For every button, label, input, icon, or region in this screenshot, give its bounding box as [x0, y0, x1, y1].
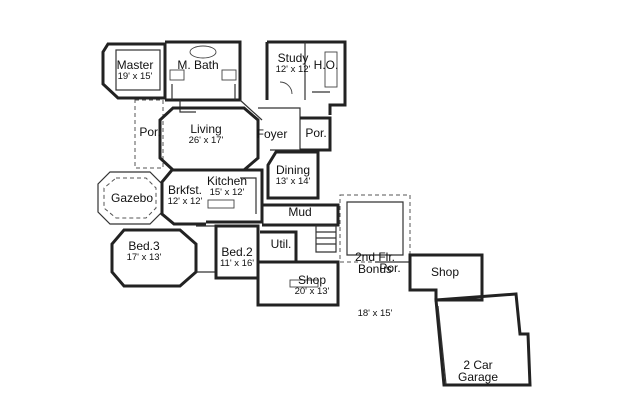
room-label-shop1: Shop [431, 266, 459, 279]
room-name: Study [277, 51, 309, 65]
room-name: 2nd Flr. Bonus [354, 249, 396, 277]
room-name: H.O. [313, 58, 339, 72]
bathtub [189, 45, 217, 59]
vanity-right [221, 69, 237, 81]
closet-walls [171, 84, 236, 113]
room-label-foyer: Foyer [257, 128, 288, 141]
room-name: Por. [139, 125, 161, 139]
room-name: Dining [275, 163, 311, 177]
room-label-kitchen: Kitchen 15' x 12' [207, 175, 247, 198]
room-dims: 20' x 13' [294, 285, 330, 297]
room-name: Foyer [256, 127, 288, 141]
room-label-garage: 2 Car Garage [458, 325, 498, 401]
room-label-por3: Por. [379, 262, 400, 275]
room-label-master: Master 19' x 15' [117, 59, 154, 82]
vanity-left [169, 69, 185, 81]
gazebo-dash [103, 177, 157, 219]
room-name: Util. [270, 237, 292, 251]
front-porch-walls [300, 116, 332, 152]
study-walls [265, 40, 347, 115]
room-label-por2: Por. [305, 127, 326, 140]
room-label-brkfst: Brkfst. 12' x 12' [168, 184, 203, 207]
garage-walls [434, 292, 532, 387]
kitchen-island [207, 199, 235, 209]
mud-room-walls [262, 203, 340, 227]
room-name: Por. [305, 126, 327, 140]
fireplace-diagonal [239, 99, 263, 121]
room-label-por1: Por. [139, 126, 160, 139]
gazebo-walls [97, 171, 163, 225]
workbench [289, 279, 319, 288]
room-name: Master [116, 58, 154, 72]
study-desk [324, 51, 338, 88]
master-bath-walls [165, 40, 242, 102]
room-name: Shop [297, 273, 327, 287]
stair [315, 225, 337, 253]
room-label-bonus: 2nd Flr. Bonus 18' x 15' [355, 217, 395, 336]
room-dims: 19' x 15' [117, 70, 153, 82]
room-name: Bed.3 [128, 239, 160, 253]
room-label-mbath: M. Bath [177, 59, 218, 72]
master-inner-outline [115, 49, 161, 91]
room-name: 2 Car Garage [457, 357, 499, 385]
room-dims: 15' x 12' [209, 186, 245, 198]
shop-lower-walls [256, 260, 340, 307]
hall-bath-walls [196, 225, 217, 273]
room-name: Gazebo [110, 191, 154, 205]
kitchen-walls [206, 168, 264, 224]
ho-divider [304, 42, 330, 100]
dining-room-walls [266, 150, 320, 200]
room-label-shop2: Shop 20' x 13' [295, 274, 330, 297]
room-dims: 12' x 12' [167, 195, 203, 207]
room-dims: 12' x 12' [275, 63, 311, 75]
breakfast-walls [160, 169, 206, 226]
room-name: M. Bath [177, 58, 219, 72]
bed3-walls [110, 228, 198, 288]
bonus-inner [346, 201, 404, 256]
room-label-living: Living 26' x 17' [189, 123, 224, 146]
room-label-mud: Mud [288, 206, 311, 219]
room-name: Living [190, 122, 222, 136]
room-label-util: Util. [271, 238, 292, 251]
room-dims: 26' x 17' [188, 134, 224, 146]
kitchen-counter [240, 177, 257, 214]
room-name: Bed.2 [221, 245, 253, 259]
room-dims: 18' x 15' [357, 308, 393, 320]
room-dims: 17' x 13' [126, 251, 162, 263]
study-door-swing [279, 81, 293, 95]
room-label-gazebo: Gazebo [111, 192, 153, 205]
room-label-dining: Dining 13' x 14' [276, 164, 311, 187]
room-label-bed3: Bed.3 17' x 13' [127, 240, 162, 263]
room-dims: 11' x 16' [219, 257, 255, 269]
room-name: Mud [288, 205, 312, 219]
foyer-walls [258, 107, 301, 151]
room-dims: 13' x 14' [275, 175, 311, 187]
room-label-bed2: Bed.2 11' x 16' [220, 246, 254, 269]
room-name: Kitchen [206, 174, 248, 188]
garage-door-line [437, 305, 447, 385]
room-label-study: Study 12' x 12' [276, 52, 311, 75]
room-label-ho: H.O. [314, 59, 339, 72]
room-name: Por. [379, 261, 401, 275]
room-name: Shop [430, 265, 460, 279]
master-bedroom-walls [101, 42, 167, 100]
room-name: Brkfst. [167, 183, 203, 197]
